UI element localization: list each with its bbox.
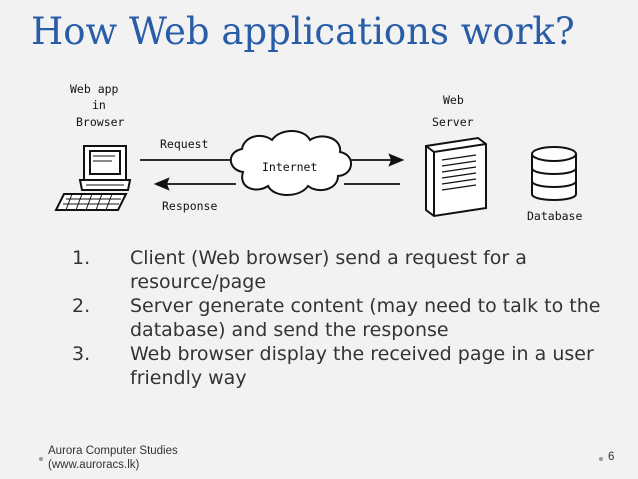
page-number: 6 xyxy=(608,451,615,463)
footer-credit: Aurora Computer Studies (www.auroracs.lk… xyxy=(48,444,178,472)
cloud-icon: Internet xyxy=(229,130,352,196)
server-label-line-2: Server xyxy=(432,115,474,129)
database-icon xyxy=(531,146,577,201)
request-label: Request xyxy=(160,137,208,151)
client-label-line-3: Browser xyxy=(76,115,125,129)
step-number: 3. xyxy=(72,343,91,365)
client-label-line-1: Web app xyxy=(70,82,119,96)
list-item: 1. Client (Web browser) send a request f… xyxy=(72,246,612,294)
request-arrow-icon xyxy=(140,153,405,167)
step-number: 2. xyxy=(72,295,91,317)
step-number: 1. xyxy=(72,247,91,269)
web-app-diagram: Web app in Browser Requ xyxy=(54,82,582,223)
computer-icon xyxy=(54,145,132,211)
server-icon xyxy=(425,136,487,218)
step-text: Client (Web browser) send a request for … xyxy=(130,247,527,293)
list-item: 3. Web browser display the received page… xyxy=(72,342,612,390)
slide-title: How Web applications work? xyxy=(31,10,575,53)
footer-bullet-icon xyxy=(39,457,43,461)
client-label-line-2: in xyxy=(92,98,106,112)
footer-line-2: (www.auroracs.lk) xyxy=(48,459,140,471)
internet-label: Internet xyxy=(262,160,317,174)
page-bullet-icon xyxy=(599,457,603,461)
step-text: Server generate content (may need to tal… xyxy=(130,295,601,341)
response-arrow-icon xyxy=(153,177,400,191)
server-label-line-1: Web xyxy=(443,93,464,107)
footer-line-1: Aurora Computer Studies xyxy=(48,445,178,457)
steps-list: 1. Client (Web browser) send a request f… xyxy=(72,246,612,390)
step-text: Web browser display the received page in… xyxy=(130,343,594,389)
response-label: Response xyxy=(162,199,217,213)
database-label: Database xyxy=(527,209,582,223)
list-item: 2. Server generate content (may need to … xyxy=(72,294,612,342)
